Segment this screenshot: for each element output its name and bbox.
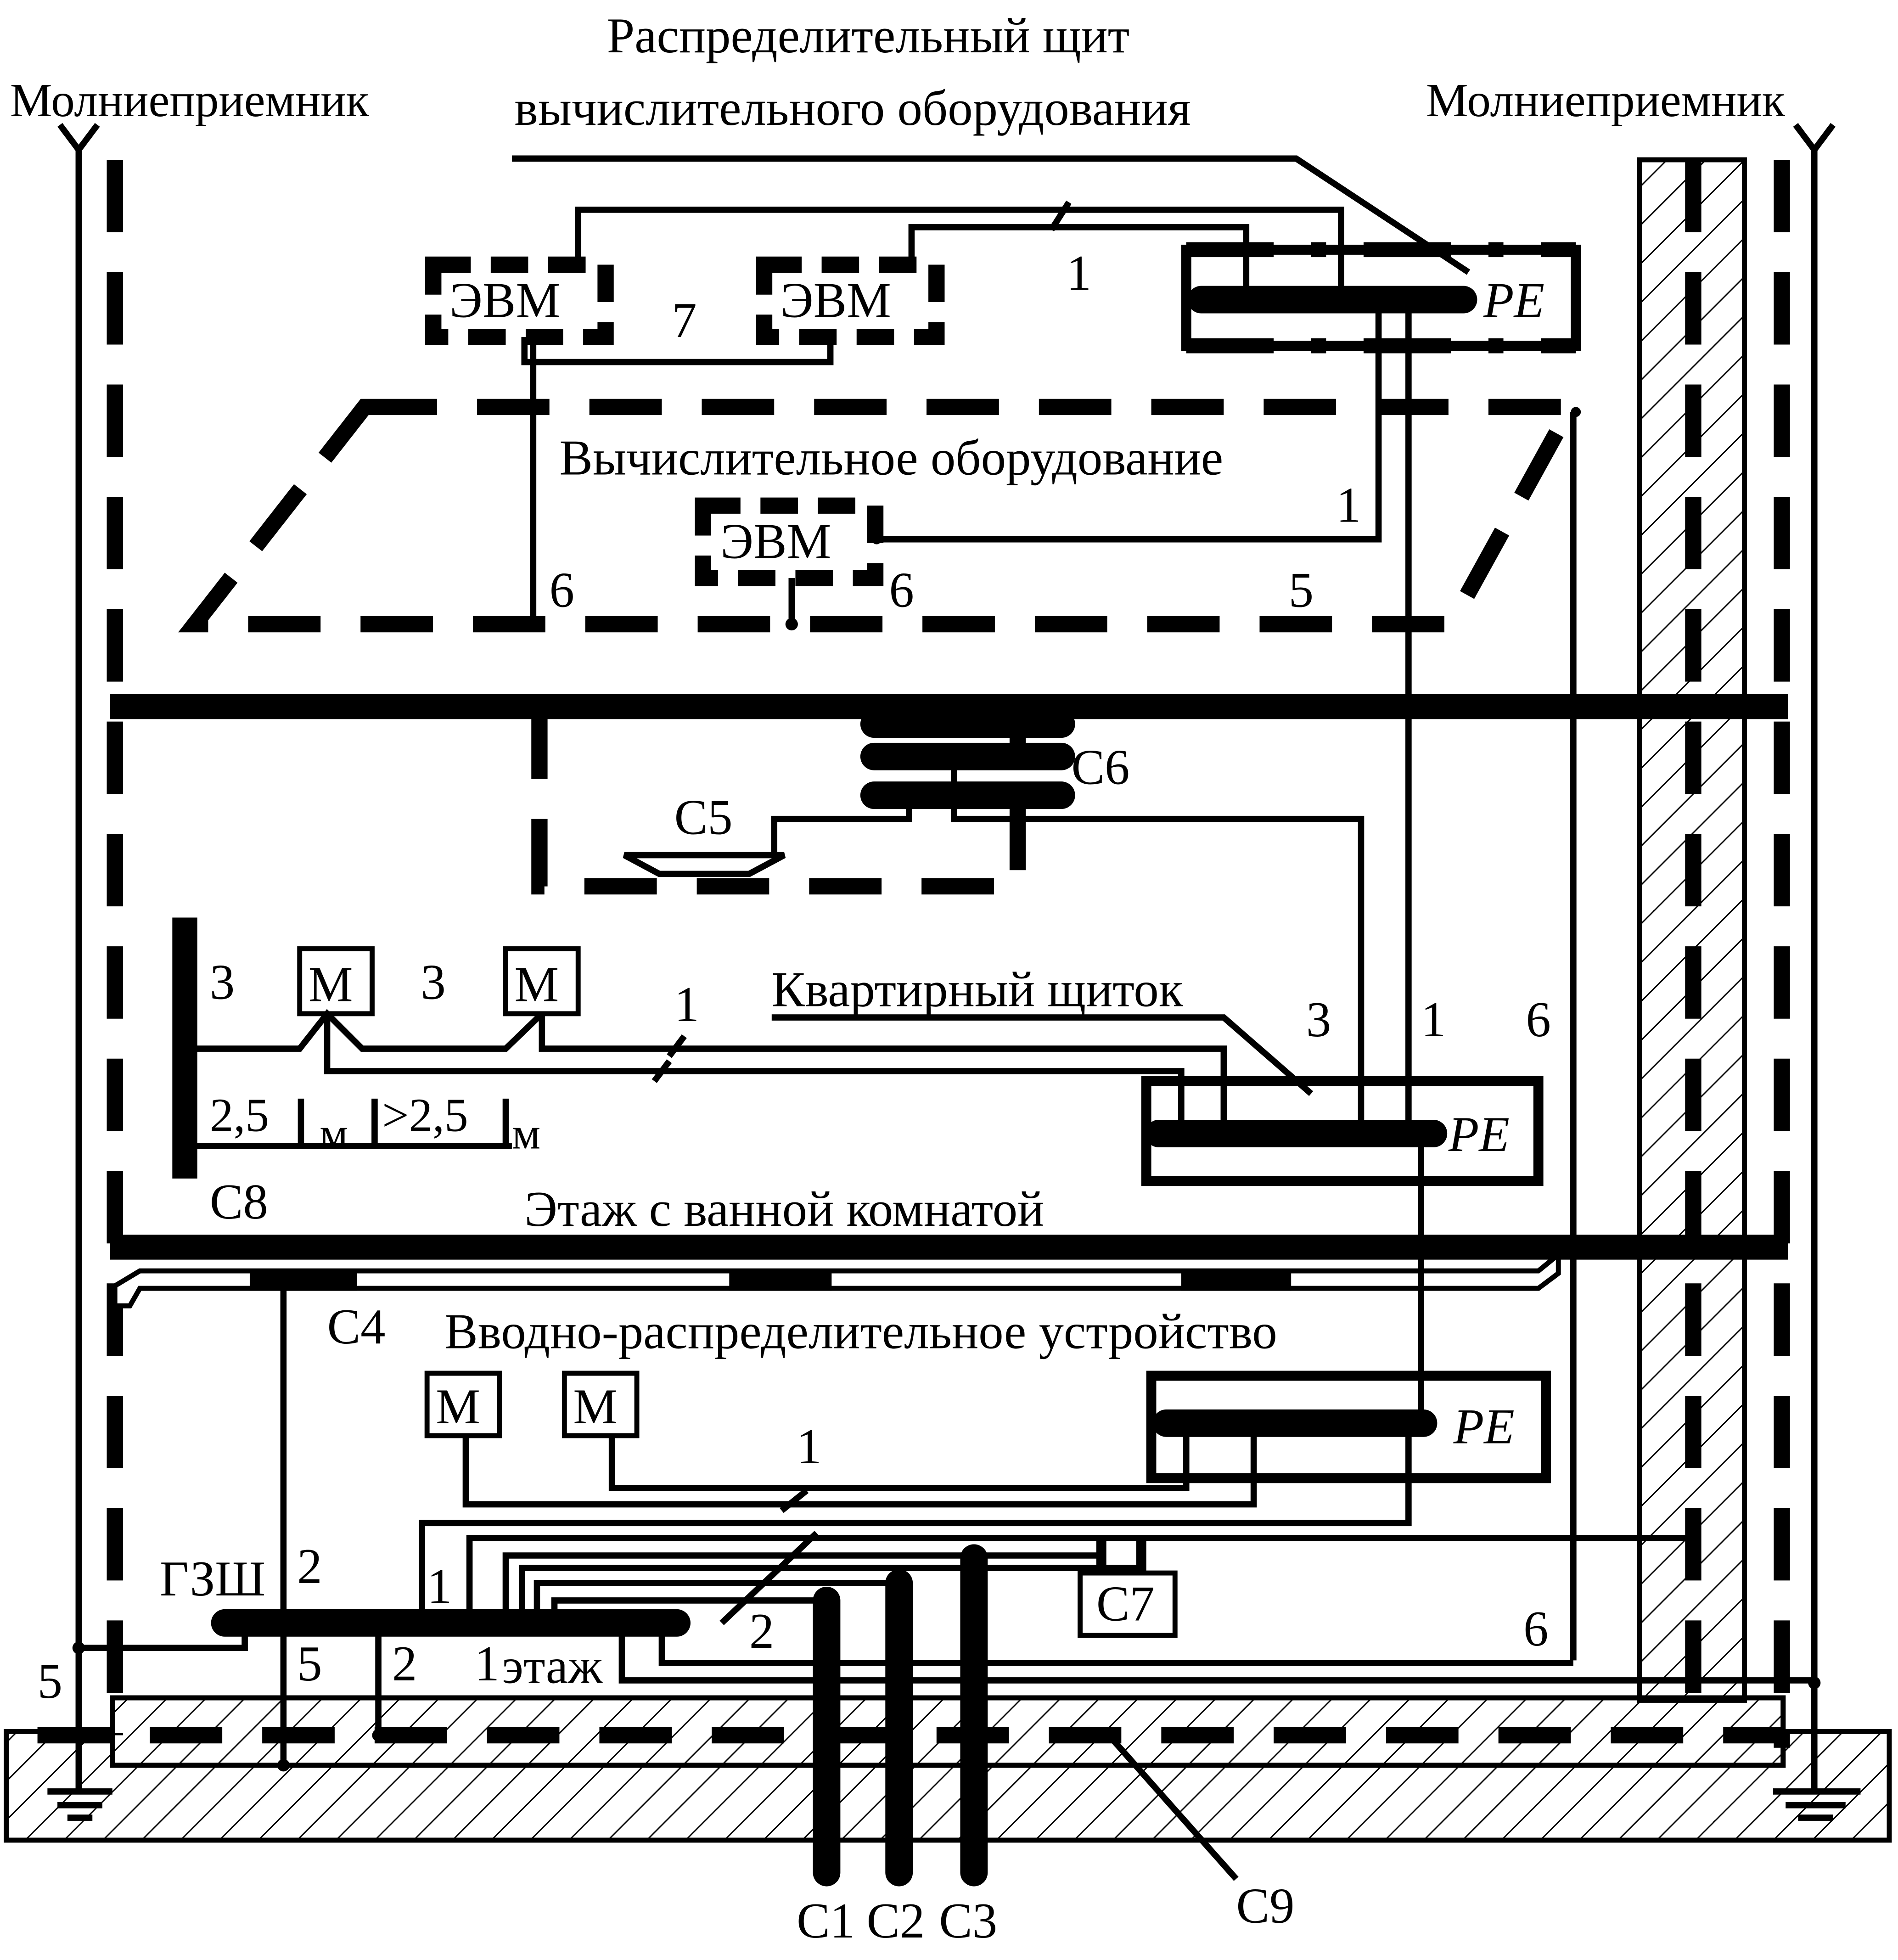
num-6-apt: 6 <box>1526 992 1551 1047</box>
num-3-b: 3 <box>421 954 446 1010</box>
code-c3: С3 <box>939 1893 997 1949</box>
evm-label-3: ЭВМ <box>720 513 831 569</box>
input-floor <box>115 1286 1814 1887</box>
num-5-left: 5 <box>38 1653 62 1709</box>
code-c7: С7 <box>1096 1576 1155 1631</box>
floor-slabs <box>110 694 1788 1309</box>
num-3-apt: 3 <box>1306 992 1331 1047</box>
computing-equipment-label: Вычислительное оборудование <box>559 430 1223 485</box>
num-6-input: 6 <box>1523 1601 1548 1657</box>
code-c6: С6 <box>1072 740 1130 795</box>
m-label-3: М <box>436 1379 480 1434</box>
num-1-top: 1 <box>1067 245 1091 301</box>
dim-label-1: 2,5 <box>210 1090 269 1142</box>
num-5-comp: 5 <box>1289 562 1314 618</box>
bath-region <box>531 707 1365 1134</box>
num-2-bottom: 2 <box>392 1636 417 1691</box>
top-title-line1: Распределительный щит <box>607 8 1130 63</box>
code-c8: С8 <box>210 1174 268 1230</box>
apartment-panel-label: Квартирный щиток <box>772 962 1183 1017</box>
building-outline <box>37 160 1790 1748</box>
apartment-floor <box>172 917 1544 1423</box>
num-1-apt: 1 <box>674 977 699 1032</box>
evm-box-1 <box>425 256 614 345</box>
code-c5: С5 <box>674 789 733 845</box>
unit-label-2: м <box>512 1109 540 1159</box>
top-title-line2: вычислительного оборудования <box>515 80 1191 136</box>
num-1-apt-b: 1 <box>1421 992 1446 1047</box>
code-c4: С4 <box>327 1299 386 1354</box>
num-7: 7 <box>672 292 696 348</box>
unit-label-1: м <box>320 1109 348 1159</box>
lightning-label-right: Молниеприемник <box>1426 74 1786 127</box>
m-label-4: М <box>573 1379 618 1434</box>
lightning-label-left: Молниеприемник <box>10 74 370 127</box>
num-1-input: 1 <box>797 1419 821 1474</box>
m-label-2: М <box>515 957 559 1012</box>
num-6-comp-b: 6 <box>889 562 914 618</box>
evm-label-1: ЭВМ <box>449 273 560 328</box>
evm-label-2: ЭВМ <box>781 273 891 328</box>
code-c9: С9 <box>1236 1878 1295 1933</box>
lightning-rod-left <box>47 123 115 1821</box>
main-bus-label: ГЗШ <box>160 1551 265 1606</box>
num-5-bottom: 5 <box>297 1636 322 1691</box>
num-1-gzsh: 1 <box>427 1558 452 1614</box>
num-6-comp-a: 6 <box>550 562 574 618</box>
pe-label-top: PE <box>1483 273 1544 328</box>
input-device-label: Вводно-распределительное устройство <box>444 1304 1277 1359</box>
dim-label-2: >2,5 <box>382 1090 468 1142</box>
num-2-gzsh: 2 <box>297 1539 322 1594</box>
code-c2: С2 <box>866 1893 925 1949</box>
num-3-a: 3 <box>210 954 235 1010</box>
num-2-input: 2 <box>749 1603 774 1659</box>
num-1-comp: 1 <box>1336 477 1361 533</box>
computing-wiring <box>512 155 1577 1661</box>
num-1-bottom: 1 <box>475 1636 500 1691</box>
evm-box-2 <box>756 256 945 345</box>
bathroom-floor-label: Этаж с ванной комнатой <box>524 1181 1044 1237</box>
m-label-1: М <box>309 957 353 1012</box>
code-c1: С1 <box>797 1893 855 1949</box>
pe-label-bottom: PE <box>1453 1398 1515 1454</box>
pe-label-mid: PE <box>1448 1106 1510 1162</box>
first-floor-label: этаж <box>502 1638 603 1694</box>
